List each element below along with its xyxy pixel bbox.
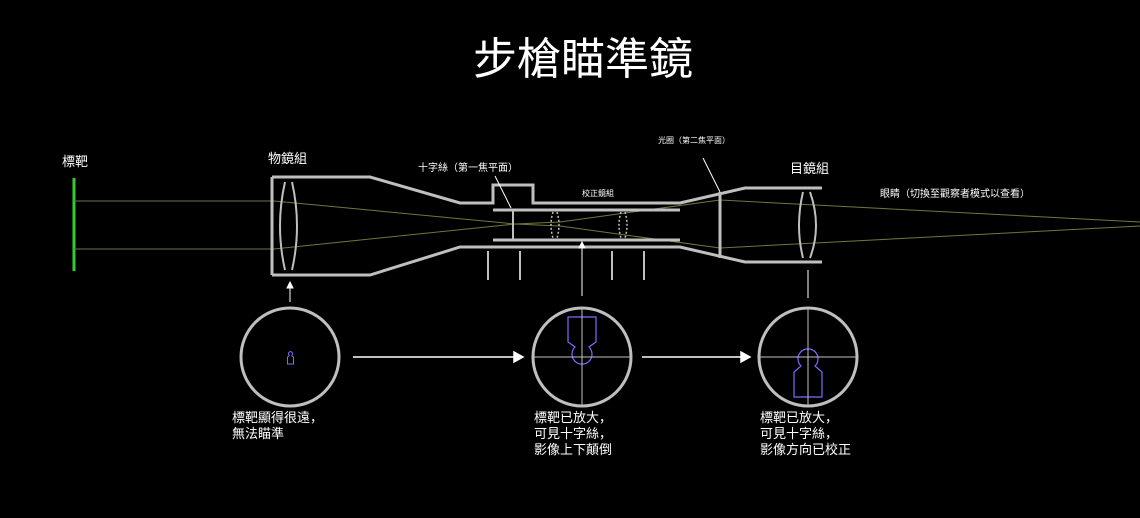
caption-line: 標靶已放大， [760, 411, 838, 426]
erector-lens [556, 211, 560, 239]
objective-lens [279, 181, 286, 271]
caption-line: 影像上下顛倒 [534, 443, 612, 458]
crosshair-label: 十字絲（第一焦平面） [418, 161, 518, 174]
target-label: 標靶 [62, 155, 88, 170]
flow-arrow-2-head [740, 350, 752, 364]
scope-bottom-edge [272, 245, 822, 277]
aperture-leader [702, 157, 721, 193]
view-eyepiece [757, 306, 859, 408]
caption-view-crosshair: 標靶已放大， 可見十字絲， 影像上下顛倒 [534, 411, 616, 458]
light-ray-path-a [273, 199, 1140, 225]
aperture-label: 光圈（第二焦平面） [658, 135, 730, 145]
erector-lens [550, 211, 554, 239]
erector-lenses [550, 211, 628, 239]
diagram-title: 步槍瞄準鏡 [473, 34, 693, 85]
light-rays [74, 199, 1140, 250]
pointer-crosshair-head [578, 240, 586, 249]
eyepiece-lens [809, 191, 817, 259]
caption-line: 標靶已放大， [534, 411, 612, 426]
caption-line: 可見十字絲， [534, 427, 612, 442]
scope-body [270, 175, 822, 280]
view-pointers [286, 240, 809, 302]
caption-line: 可見十字絲， [760, 427, 838, 442]
objective-lenses [279, 181, 298, 271]
caption-view-eyepiece: 標靶已放大， 可見十字絲， 影像方向已校正 [760, 411, 851, 458]
target-silhouette-upright [793, 348, 823, 398]
target-silhouette-inverted [567, 316, 597, 365]
erector-lens [624, 211, 628, 239]
erector-lens [618, 211, 622, 239]
flow-arrow-1-head [513, 350, 525, 364]
eyepiece-lenses [798, 191, 817, 259]
target-silhouette-small [287, 351, 294, 365]
eye-label: 眼睛（切換至觀察者模式以查看） [880, 187, 1030, 200]
leader-lines [494, 157, 721, 209]
pointer-objective-head [286, 280, 294, 289]
caption-view-objective: 標靶顯得很遠， 無法瞄準 [232, 410, 327, 442]
caption-line: 影像方向已校正 [760, 442, 851, 458]
view-crosshair-plane [531, 306, 633, 408]
eyepiece-lens [798, 191, 804, 259]
scope-top-edge [272, 175, 822, 205]
view-circle [239, 306, 341, 408]
caption-line: 無法瞄準 [232, 426, 284, 442]
view-objective [239, 306, 341, 408]
crosshair-leader [494, 175, 512, 209]
objective-lens [291, 181, 298, 271]
erector-group-label: 校正鏡組 [582, 188, 614, 198]
caption-line: 標靶顯得很遠， [232, 410, 323, 426]
eyepiece-group-label: 目鏡組 [790, 162, 829, 177]
objective-group-label: 物鏡組 [268, 152, 307, 167]
flow-arrows [353, 350, 752, 364]
light-ray-path-b [273, 223, 1140, 250]
